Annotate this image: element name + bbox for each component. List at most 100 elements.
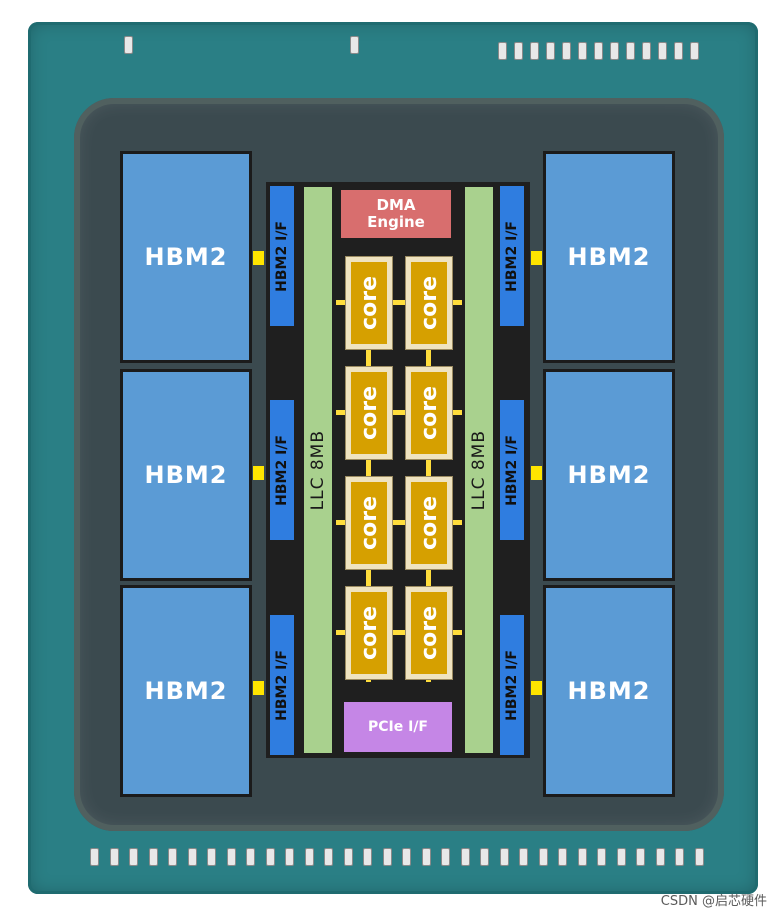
contact-pad: [530, 42, 539, 60]
hbm-interface-label: HBM2 I/F: [274, 649, 290, 721]
contact-pad: [480, 848, 489, 866]
contact-pad: [616, 848, 626, 866]
contact-pad: [129, 848, 138, 866]
core-label: core: [416, 496, 442, 550]
contact-pad: [597, 848, 606, 866]
contact-pad: [578, 42, 587, 60]
core: core: [411, 592, 447, 674]
hbm-interface-right-bottom: HBM2 I/F: [500, 615, 524, 755]
contact-pad: [499, 848, 509, 866]
hbm-label: HBM2: [567, 677, 651, 705]
contact-pad: [124, 36, 133, 54]
hbm-interface-right-mid: HBM2 I/F: [500, 400, 524, 540]
contact-pad: [514, 42, 523, 60]
hbm-label: HBM2: [144, 677, 228, 705]
contact-pad: [498, 42, 507, 60]
hbm-interface-label: HBM2 I/F: [504, 649, 520, 721]
hbm-label: HBM2: [144, 461, 228, 489]
contact-pad: [246, 848, 255, 866]
core-tile: core: [345, 366, 393, 460]
contact-pad: [519, 848, 528, 866]
contact-pad: [421, 848, 431, 866]
hbm-interface-label: HBM2 I/F: [274, 434, 290, 506]
hbm-label: HBM2: [567, 243, 651, 271]
llc-label: LLC 8MB: [308, 429, 328, 511]
hbm-connector: [253, 681, 264, 695]
hbm-stack-left-mid: HBM2: [120, 369, 252, 581]
contact-pad: [675, 848, 684, 866]
llc-left: LLC 8MB: [304, 187, 332, 753]
hbm-label: HBM2: [567, 461, 651, 489]
contact-pad: [626, 42, 635, 60]
mesh-link: [336, 520, 462, 525]
hbm-interface-label: HBM2 I/F: [274, 220, 290, 292]
contact-pad: [694, 848, 704, 866]
mesh-link: [336, 300, 462, 305]
core-label: core: [416, 386, 442, 440]
core-tile: core: [345, 586, 393, 680]
core-tile: core: [405, 256, 453, 350]
core: core: [351, 482, 387, 564]
contact-pad: [148, 848, 158, 866]
contact-pad: [460, 848, 470, 866]
contact-pad: [207, 848, 216, 866]
contact-pad: [577, 848, 587, 866]
contact-pad: [655, 848, 665, 866]
hbm-connector: [531, 466, 542, 480]
hbm-interface-right-top: HBM2 I/F: [500, 186, 524, 326]
dma-label-line2: Engine: [367, 213, 425, 231]
contact-pad: [658, 42, 667, 60]
core-tile: core: [405, 476, 453, 570]
hbm-interface-label: HBM2 I/F: [504, 434, 520, 506]
mesh-link: [336, 630, 462, 635]
core-tile: core: [345, 476, 393, 570]
core-tile: core: [405, 586, 453, 680]
core-label: core: [356, 386, 382, 440]
hbm-connector: [253, 466, 264, 480]
core-label: core: [356, 496, 382, 550]
core-label: core: [356, 276, 382, 330]
contact-pad: [402, 848, 411, 866]
pcie-interface: PCIe I/F: [344, 702, 452, 752]
mesh-link: [366, 262, 371, 682]
hbm-stack-right-bottom: HBM2: [543, 585, 675, 797]
contact-pad: [109, 848, 119, 866]
core-tile: core: [345, 256, 393, 350]
contact-pad: [562, 42, 571, 60]
core: core: [411, 262, 447, 344]
contact-pad: [285, 848, 294, 866]
hbm-connector: [531, 681, 542, 695]
core: core: [351, 592, 387, 674]
core-label: core: [356, 606, 382, 660]
hbm-connector: [253, 251, 264, 265]
core-label: core: [416, 276, 442, 330]
contact-pad: [642, 42, 651, 60]
core-tile: core: [405, 366, 453, 460]
hbm-label: HBM2: [144, 243, 228, 271]
contact-pad: [538, 848, 548, 866]
contact-pad: [441, 848, 450, 866]
contact-pad: [350, 36, 359, 54]
hbm-stack-left-bottom: HBM2: [120, 585, 252, 797]
hbm-stack-left-top: HBM2: [120, 151, 252, 363]
core: core: [351, 262, 387, 344]
core: core: [351, 372, 387, 454]
llc-right: LLC 8MB: [465, 187, 493, 753]
contact-pad: [187, 848, 197, 866]
contact-pad: [168, 848, 177, 866]
contact-pad: [636, 848, 645, 866]
dma-label-line1: DMA: [376, 196, 416, 214]
hbm-interface-label: HBM2 I/F: [504, 220, 520, 292]
contact-pad: [558, 848, 567, 866]
hbm-stack-right-mid: HBM2: [543, 369, 675, 581]
hbm-connector: [531, 251, 542, 265]
hbm-interface-left-bottom: HBM2 I/F: [270, 615, 294, 755]
contact-pad: [304, 848, 314, 866]
contact-pad: [546, 42, 555, 60]
contact-pad: [265, 848, 275, 866]
contact-pad: [324, 848, 333, 866]
hbm-stack-right-top: HBM2: [543, 151, 675, 363]
hbm-interface-left-mid: HBM2 I/F: [270, 400, 294, 540]
watermark: CSDN @启芯硬件: [660, 894, 767, 909]
contact-pad: [382, 848, 392, 866]
